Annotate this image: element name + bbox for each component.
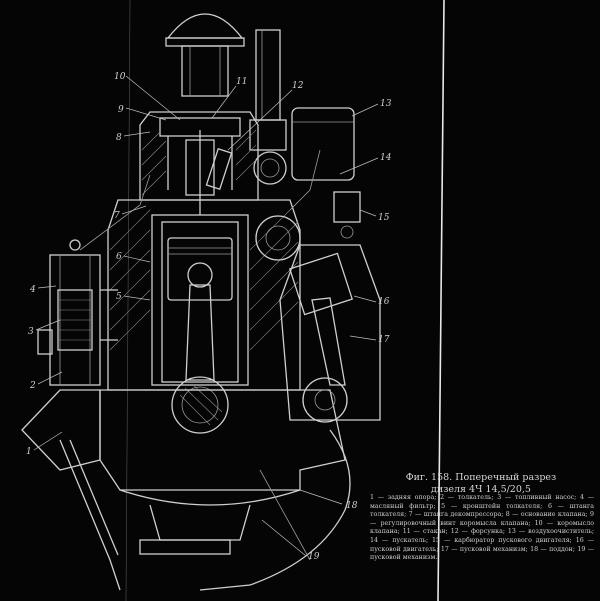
callout-13: 13 xyxy=(380,99,392,109)
callout-19: 19 xyxy=(308,552,320,562)
callout-15: 15 xyxy=(378,213,390,223)
callout-12: 12 xyxy=(292,81,304,91)
starting-engine xyxy=(255,107,381,423)
callout-16: 16 xyxy=(378,297,390,307)
caption-line-2: дизеля 4Ч 14,5/20,5 xyxy=(431,484,531,495)
callout-4: 4 xyxy=(29,285,36,295)
callout-labels: 1 2 3 4 5 6 7 8 9 10 11 12 13 14 15 16 1 xyxy=(26,72,392,562)
callout-10: 10 xyxy=(114,72,126,82)
air-cleaner-dome xyxy=(165,13,245,97)
callout-3: 3 xyxy=(28,327,34,337)
caption-line-1: Фиг. 158. Поперечный разрез xyxy=(405,472,557,483)
fuel-pump-and-filter xyxy=(37,174,151,386)
callout-6: 6 xyxy=(116,252,122,262)
exhaust-pipe xyxy=(249,29,287,185)
callout-8: 8 xyxy=(116,133,122,143)
callout-18: 18 xyxy=(346,501,358,511)
figure-caption: Фиг. 158. Поперечный разрез дизеля 4Ч 14… xyxy=(370,472,592,496)
callout-1: 1 xyxy=(26,447,32,457)
callout-2: 2 xyxy=(29,381,36,391)
page-scratch xyxy=(125,0,131,601)
figure-legend: 1 — задняя опора; 2 — толкатель; 3 — топ… xyxy=(370,494,594,562)
callout-17: 17 xyxy=(378,335,390,345)
page-crease xyxy=(437,0,445,601)
cylinder-head xyxy=(139,111,259,215)
crankcase-and-sump xyxy=(21,389,351,591)
callout-7: 7 xyxy=(114,211,120,221)
callout-14: 14 xyxy=(380,153,392,163)
callout-5: 5 xyxy=(116,292,122,302)
callout-9: 9 xyxy=(118,105,124,115)
callout-11: 11 xyxy=(236,77,247,87)
piston-and-connecting-rod xyxy=(167,237,233,434)
